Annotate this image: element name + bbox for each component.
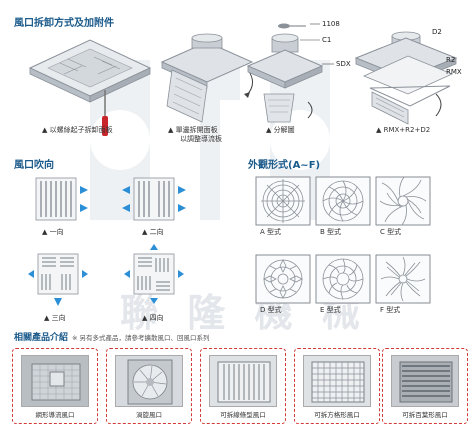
appearance-type-c-diagram xyxy=(375,176,431,226)
related-product-caption-mesh: 網形導流風口 xyxy=(35,411,75,419)
removal-step3-caption: ▲ 分解圖 xyxy=(266,126,295,134)
direction-one-way-diagram xyxy=(35,177,88,221)
removal-section-title: 風口拆卸方式及加附件 xyxy=(14,18,114,29)
related-product-image-swirl xyxy=(115,355,183,407)
direction-two-way-diagram xyxy=(122,177,186,221)
appearance-type-a-caption: A 型式 xyxy=(260,228,282,236)
direction-section-title: 風口吹向 xyxy=(14,160,54,171)
removal-step1-illustration xyxy=(28,39,152,136)
part-label-c1: C1 xyxy=(322,36,332,44)
part-label-1108: 1108 xyxy=(322,20,340,28)
related-product-image-mesh xyxy=(21,355,89,407)
related-product-caption-linear: 可拆線條型風口 xyxy=(220,411,266,419)
appearance-type-f-diagram xyxy=(375,254,431,304)
related-product-caption-louver: 可拆百葉形風口 xyxy=(402,411,448,419)
direction-four-way-diagram xyxy=(124,244,184,304)
appearance-section-title: 外觀形式(A~F) xyxy=(248,160,321,171)
removal-step2-caption-line2: 以調整導流板 xyxy=(180,135,222,143)
related-product-card-mesh[interactable]: 網形導流風口 xyxy=(12,348,98,424)
linear-grille-icon xyxy=(217,361,271,403)
removal-step4-caption: ▲ RMX+R2+D2 xyxy=(376,126,431,134)
removal-step1-caption: ▲ 以螺絲起子拆卸面板 xyxy=(42,126,113,134)
part-label-rmx: RMX xyxy=(446,68,462,76)
related-product-image-linear xyxy=(209,355,277,407)
appearance-type-c-caption: C 型式 xyxy=(380,228,402,236)
related-product-caption-swirl: 渦旋風口 xyxy=(136,411,162,419)
appearance-type-b-diagram xyxy=(315,176,371,226)
appearance-type-a-diagram xyxy=(255,176,311,226)
related-product-card-louver[interactable]: 可拆百葉形風口 xyxy=(382,348,468,424)
removal-step3-illustration xyxy=(246,23,334,123)
part-label-r2: R2 xyxy=(446,56,456,64)
direction-three-way-caption: ▲ 三向 xyxy=(44,314,66,322)
related-section-note: ※ 另有多式產品，請參考擴散風口、回風口系列 xyxy=(72,334,210,342)
appearance-type-f-caption: F 型式 xyxy=(380,306,401,314)
direction-two-way-caption: ▲ 二向 xyxy=(142,228,164,236)
appearance-type-b-caption: B 型式 xyxy=(320,228,342,236)
direction-one-way-caption: ▲ 一向 xyxy=(42,228,64,236)
swirl-diffuser-icon xyxy=(127,359,173,405)
related-product-card-swirl[interactable]: 渦旋風口 xyxy=(106,348,192,424)
related-product-card-linear[interactable]: 可拆線條型風口 xyxy=(200,348,286,424)
related-section-title: 相關產品介紹 xyxy=(14,333,69,343)
direction-three-way-diagram xyxy=(28,253,88,306)
removal-step2-illustration xyxy=(160,33,254,123)
related-product-caption-square: 可拆方格形風口 xyxy=(314,411,360,419)
louver-grille-icon xyxy=(399,361,453,403)
appearance-type-d-diagram xyxy=(255,254,311,304)
related-product-image-louver xyxy=(391,355,459,407)
removal-step4-illustration xyxy=(354,31,458,125)
related-product-card-square[interactable]: 可拆方格形風口 xyxy=(294,348,380,424)
direction-four-way-caption: ▲ 四向 xyxy=(142,314,164,322)
part-label-sdx: SDX xyxy=(336,60,351,68)
appearance-type-e-caption: E 型式 xyxy=(320,306,341,314)
mesh-grille-icon xyxy=(31,363,81,401)
part-label-d2: D2 xyxy=(432,28,442,36)
related-product-image-square xyxy=(303,355,371,407)
egg-crate-grille-icon xyxy=(311,361,365,403)
appearance-type-e-diagram xyxy=(315,254,371,304)
removal-step2-caption-line1: ▲ 單邊拆開面板 xyxy=(168,126,218,134)
appearance-type-d-caption: D 型式 xyxy=(260,306,282,314)
